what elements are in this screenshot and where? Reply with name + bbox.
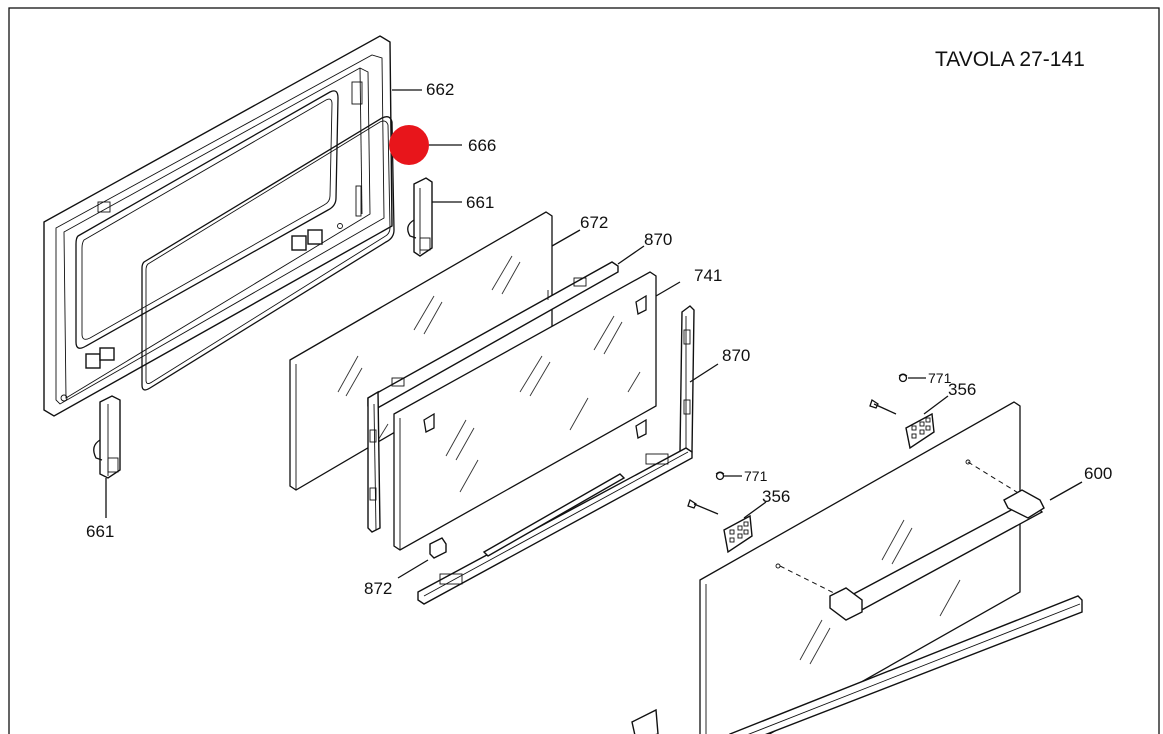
label-662: 662 [426,80,454,99]
leader-870-top [617,245,645,265]
leader-741 [655,281,681,297]
part-666-gasket [141,116,395,391]
label-872: 872 [364,579,392,598]
label-356-top: 356 [948,380,976,399]
part-870-glass-support-top [367,261,619,533]
label-771-top: 771 [928,370,952,386]
label-661-top: 661 [466,193,494,212]
label-870-right: 870 [722,346,750,365]
leader-872 [397,559,429,579]
part-771-screw-mid [715,471,725,481]
part-662-outer-door-frame [43,35,393,417]
part-356-bracket-mid [687,498,753,554]
part-741-inner-glass-panel [393,271,657,551]
label-771-mid: 771 [744,468,768,484]
part-labels: 662 666 661 661 672 870 741 870 771 356 … [86,80,1112,598]
label-870-top: 870 [644,230,672,249]
part-661-hinge-top [407,177,433,257]
label-666: 666 [468,136,496,155]
leader-600 [1049,481,1083,501]
label-741: 741 [694,266,722,285]
label-356-mid: 356 [762,487,790,506]
frame-border [8,7,1160,734]
leader-356-top [923,395,949,415]
part-870-glass-support-right [417,305,695,605]
label-600: 600 [1084,464,1112,483]
part-600-outer-glass-with-handle [631,401,1083,734]
label-661-bottom: 661 [86,522,114,541]
label-672: 672 [580,213,608,232]
leader-672 [551,229,581,247]
leader-356-mid [743,501,767,519]
part-771-screw-top [898,373,908,383]
part-356-bracket-top [869,398,935,450]
plate-title: TAVOLA 27-141 [935,48,1085,71]
highlight-marker [389,125,429,165]
part-872-clip [429,537,447,559]
leader-lines [105,89,1083,579]
leader-870-right [689,363,719,383]
part-661-hinge-bottom [93,395,121,479]
